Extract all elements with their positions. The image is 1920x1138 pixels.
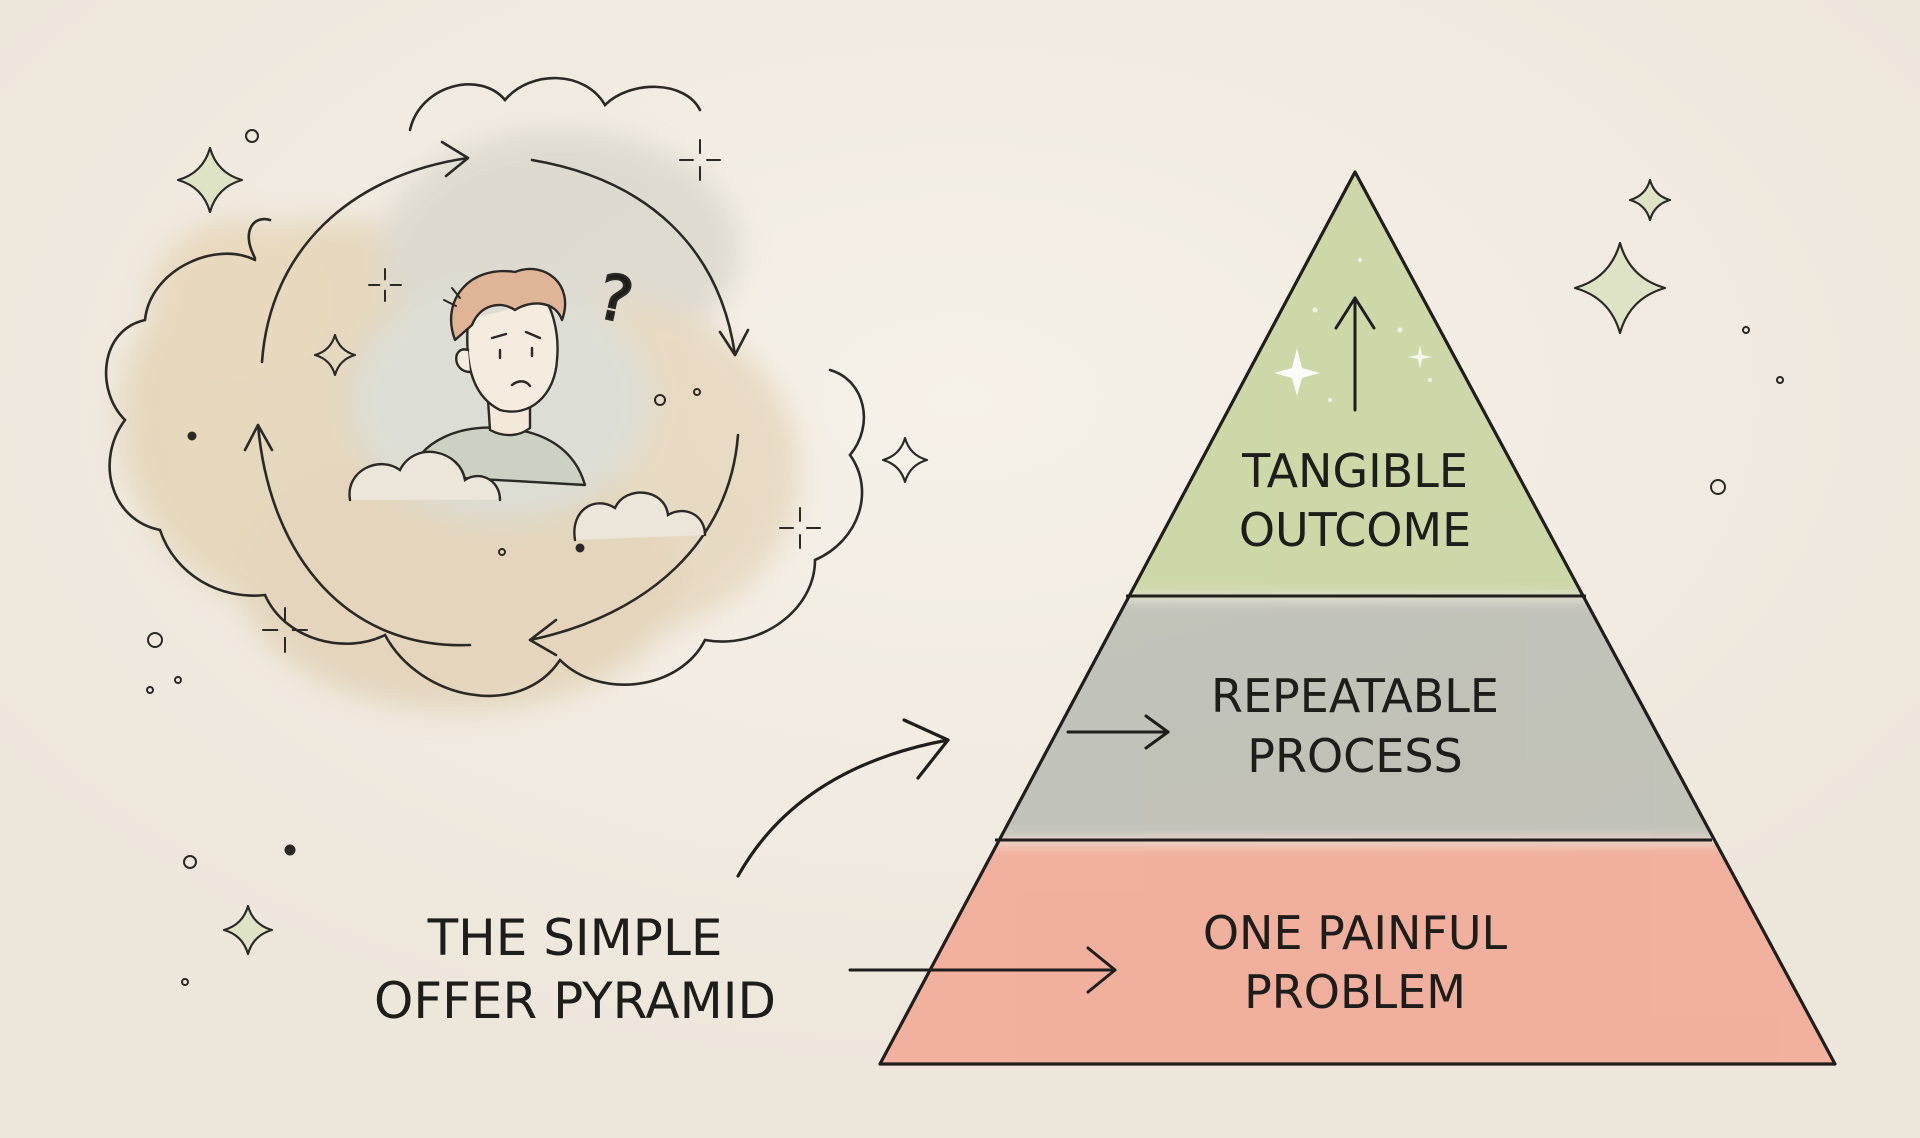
tier-middle-label-line2: PROCESS <box>1247 729 1463 783</box>
tier-top-label-line2: OUTCOME <box>1239 503 1471 557</box>
cloud-outline <box>104 252 866 698</box>
dot-icon <box>284 844 296 856</box>
dot-icon <box>187 431 197 441</box>
confusion-cloud-illustration: ? <box>104 76 866 710</box>
cycle-arrow-bottom-head <box>528 618 558 657</box>
tier-bottom-label-line1: ONE PAINFUL <box>1203 906 1508 960</box>
person-left-brow <box>490 332 508 340</box>
dot-icon <box>498 548 506 556</box>
dot-icon <box>147 632 163 648</box>
white-sparkle-icon <box>1274 348 1320 396</box>
plus-sparkle-icon <box>368 268 402 302</box>
sparkle-icon <box>176 146 244 214</box>
tier-top-label-line1: TANGIBLE <box>1241 444 1468 498</box>
person-face <box>466 298 559 413</box>
person-hair <box>449 267 567 342</box>
surprise-lines <box>443 287 461 307</box>
tier-bottom-fill <box>880 844 1835 1064</box>
caption-to-bottom-arrow-icon <box>848 946 1117 994</box>
sparkle-icon <box>222 904 274 956</box>
dot-icon <box>183 855 197 869</box>
dot-icon <box>1776 376 1784 384</box>
dot-icon <box>575 543 585 553</box>
dot-icon <box>654 394 666 406</box>
dot-decorations <box>146 129 1784 986</box>
plus-sparkle-icon <box>262 607 308 653</box>
cycle-arrow-top <box>260 156 470 364</box>
curved-arrow-icon <box>736 718 950 878</box>
dot-icon <box>181 978 189 986</box>
plus-sparkle-icon <box>679 139 721 181</box>
sparkle-icon <box>1628 178 1672 222</box>
dot-icon <box>245 129 259 143</box>
dot-icon <box>146 686 154 694</box>
dot-icon <box>693 388 701 396</box>
sparkle-decorations <box>176 139 1672 956</box>
cloud-watercolor-wash <box>120 130 800 710</box>
person-mouth <box>510 380 532 388</box>
sparkle-icon <box>1573 241 1667 335</box>
diagram-caption: THE SIMPLE OFFER PYRAMID <box>374 909 776 1030</box>
cycle-arrow-bottom <box>528 433 740 642</box>
cycle-arrow-left-head <box>243 423 274 452</box>
cycle-arrow-left <box>256 423 472 647</box>
dot-icon <box>1710 479 1726 495</box>
pyramid-outline <box>878 170 1837 1066</box>
tier-middle-label-line1: REPEATABLE <box>1211 669 1499 723</box>
cycle-arrows <box>243 140 750 657</box>
person-right-brow <box>524 330 542 340</box>
up-arrow-icon <box>1334 296 1376 412</box>
front-cloud-right <box>573 491 707 542</box>
cycle-arrow-right <box>530 158 737 357</box>
cloud-outline-top <box>408 76 702 132</box>
person-ear <box>455 348 472 374</box>
caption-line2: OFFER PYRAMID <box>374 972 776 1030</box>
cloud-outline-left-top <box>247 217 272 260</box>
front-cloud-left <box>348 450 502 502</box>
tier-bottom-label-line2: PROBLEM <box>1244 965 1466 1019</box>
cycle-arrow-top-head <box>440 140 470 178</box>
sparkle-icon <box>881 436 929 484</box>
cycle-arrow-right-head <box>718 328 750 357</box>
white-sparkle-icon-2 <box>1408 345 1432 369</box>
caption-line1: THE SIMPLE <box>427 909 723 967</box>
sparkle-icon <box>313 333 357 377</box>
dot-icon <box>1742 326 1750 334</box>
middle-tier-arrow-icon <box>1066 714 1170 750</box>
plus-sparkle-icon <box>779 507 821 549</box>
dot-icon <box>174 676 182 684</box>
